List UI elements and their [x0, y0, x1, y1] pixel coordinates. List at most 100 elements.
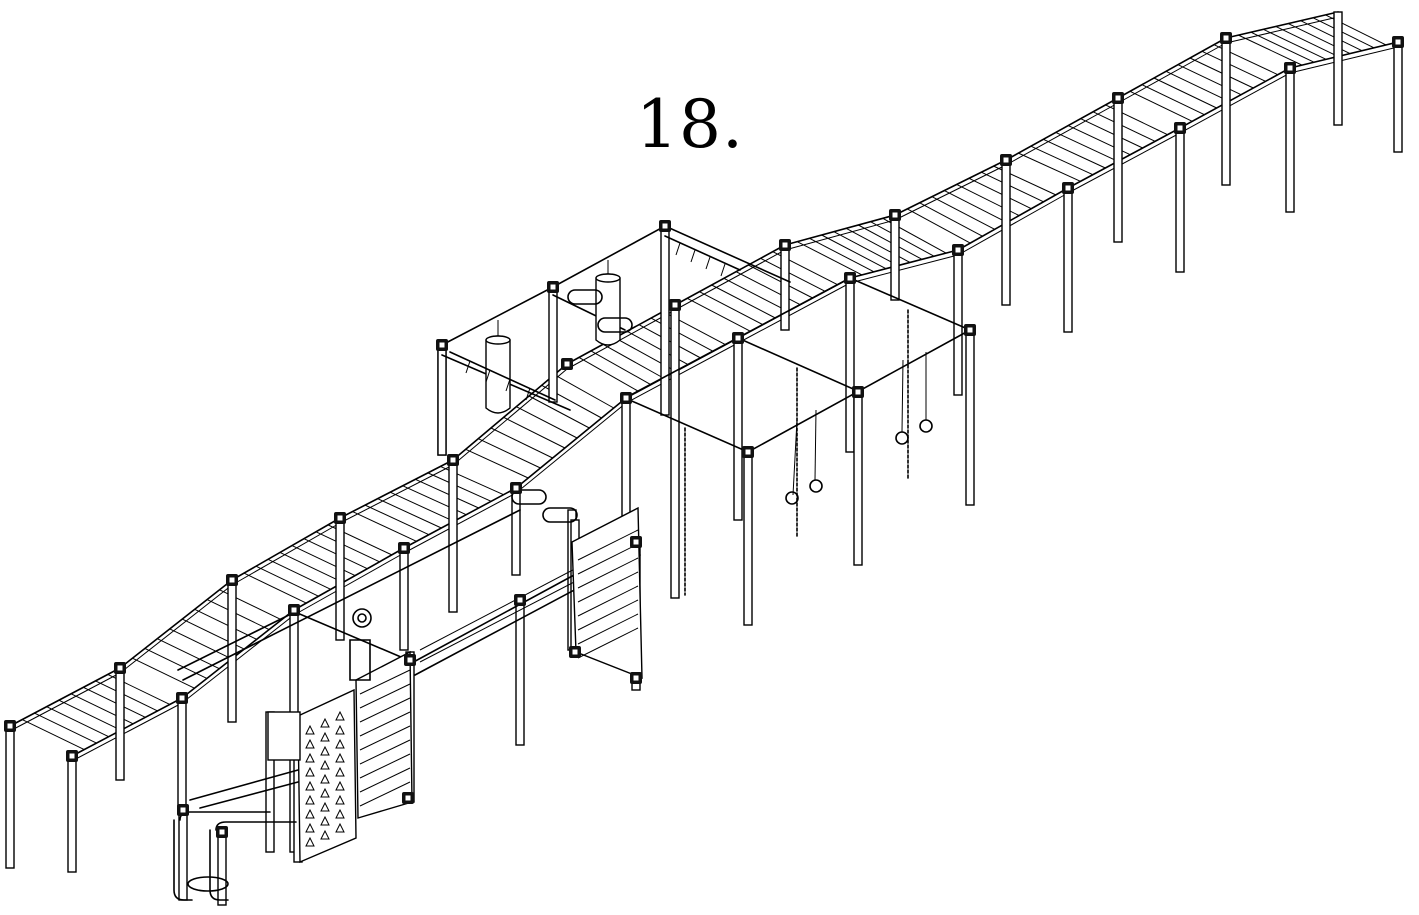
- ladder-rung: [157, 638, 220, 670]
- ladder-rung: [1238, 34, 1303, 66]
- ladder-rung: [1177, 64, 1242, 96]
- ladder-rung: [144, 647, 208, 679]
- ladder-segment: [784, 214, 959, 284]
- ladder-rung: [870, 221, 935, 257]
- ladder-rung: [528, 395, 590, 429]
- wall-rung: [359, 683, 411, 709]
- ladder-rung: [279, 551, 344, 583]
- ladder-rung: [22, 719, 85, 751]
- ladder-rung: [516, 406, 578, 439]
- post: [1221, 37, 1231, 186]
- post: [115, 667, 125, 781]
- peg-hole: [305, 738, 315, 749]
- post: [5, 725, 15, 869]
- post: [1113, 97, 1123, 243]
- wall-ladder-right: [571, 506, 643, 680]
- peg-hole: [335, 752, 345, 763]
- ladder-rung: [243, 572, 307, 604]
- wall-rung: [359, 781, 411, 807]
- ladder-rung: [578, 357, 639, 392]
- ladder-rung: [377, 498, 442, 529]
- ladder-rung: [267, 558, 331, 590]
- ladder-rung: [735, 271, 801, 306]
- post: [515, 599, 525, 746]
- ladder-segment: [339, 459, 517, 554]
- ladder-rung: [1092, 111, 1156, 142]
- ladder-rung: [34, 712, 97, 744]
- ladder-rung: [711, 284, 776, 319]
- peg-hole: [305, 766, 315, 777]
- post: [660, 227, 670, 416]
- peg-hole: [305, 794, 315, 805]
- handle-loops: [511, 289, 633, 523]
- peg-hole: [305, 808, 315, 819]
- post: [448, 459, 458, 613]
- ladder-rung: [1263, 28, 1327, 60]
- post: [965, 329, 975, 506]
- wall-rung: [577, 543, 639, 575]
- post: [853, 391, 863, 566]
- ladder-rung: [919, 202, 983, 237]
- post: [1333, 11, 1343, 126]
- post: [1175, 127, 1185, 273]
- post: [1393, 41, 1403, 153]
- ladder-rung: [1141, 84, 1205, 116]
- ladder-segment: [1005, 97, 1181, 194]
- ladder-rung: [1300, 20, 1363, 52]
- peg-hole: [320, 801, 330, 812]
- ladder-rung: [352, 511, 417, 542]
- ladder-segment: [231, 517, 405, 616]
- ladder-rung: [845, 227, 911, 263]
- peg-hole: [320, 745, 330, 756]
- post: [217, 829, 227, 906]
- ladder-rung: [858, 224, 923, 260]
- ladder-rung: [833, 231, 899, 266]
- ladder-rung: [415, 478, 479, 509]
- post: [890, 214, 900, 301]
- ladder-segment: [119, 579, 295, 704]
- wall-rung: [359, 711, 411, 737]
- peg-board-panel: [267, 688, 357, 864]
- ladder-rung: [602, 343, 664, 379]
- gymnastic-rings: [785, 352, 933, 505]
- ladder-rung: [255, 565, 319, 597]
- wall-rung: [359, 725, 411, 751]
- ladder-segment: [674, 244, 851, 344]
- ladder-rung: [1201, 50, 1266, 82]
- post: [670, 304, 680, 599]
- post: [399, 547, 409, 651]
- peg-hole: [305, 780, 315, 791]
- ladder-segment: [9, 667, 183, 762]
- wall-rung: [577, 571, 639, 603]
- ladder-rung: [968, 177, 1032, 210]
- ladder-rung: [132, 657, 195, 689]
- wall-rung: [359, 739, 411, 765]
- peg-hole: [335, 822, 345, 833]
- wall-ladder-center: [355, 650, 413, 819]
- ladder-rung: [206, 599, 270, 631]
- ladder-rung: [95, 680, 158, 712]
- wall-rung: [359, 697, 411, 723]
- post: [437, 344, 447, 456]
- peg-hole: [335, 710, 345, 721]
- ladder-rung: [46, 706, 109, 738]
- ladder-rung: [503, 416, 566, 449]
- peg-hole: [320, 731, 330, 742]
- post: [953, 249, 963, 396]
- post: [1063, 187, 1073, 333]
- peg-hole: [305, 822, 315, 833]
- post: [227, 579, 237, 723]
- wall-rung: [577, 599, 639, 631]
- post: [733, 337, 743, 521]
- ladder-rung: [1129, 90, 1193, 122]
- grip-wheel: [349, 608, 372, 681]
- ladder-rung: [364, 504, 430, 536]
- ladder-rung: [809, 237, 875, 273]
- ladder-rung: [554, 374, 615, 409]
- ladder-rung: [931, 196, 995, 230]
- ladder-rung: [590, 350, 652, 386]
- peg-hole: [335, 794, 345, 805]
- ladder-rung: [1030, 145, 1094, 176]
- ladder-rung: [194, 608, 257, 640]
